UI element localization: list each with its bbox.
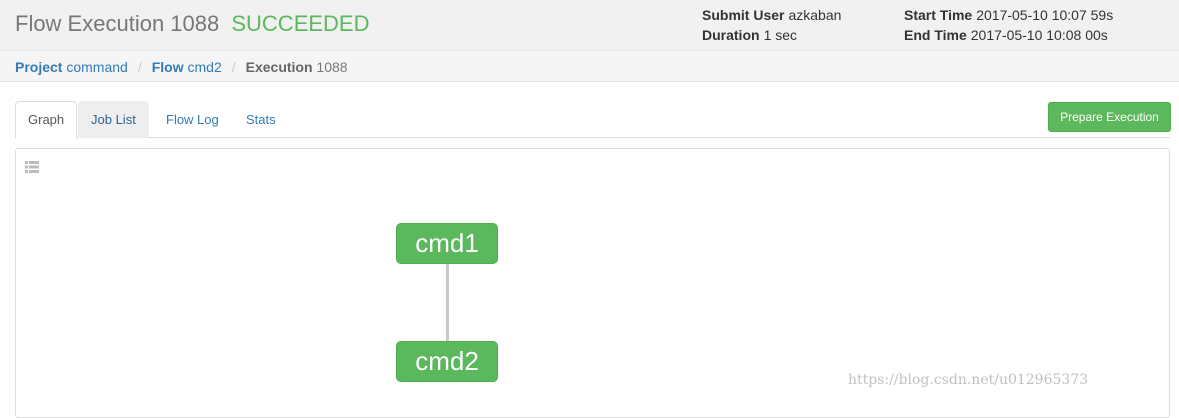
- breadcrumb-project-link[interactable]: Project command: [15, 59, 128, 75]
- breadcrumb-execution-id: 1088: [316, 59, 348, 75]
- tab-stats[interactable]: Stats: [246, 112, 276, 127]
- tab-job-list[interactable]: Job List: [78, 101, 149, 138]
- duration-label: Duration: [702, 27, 760, 43]
- end-time-label: End Time: [904, 27, 967, 43]
- breadcrumb-flow-link[interactable]: Flow cmd2: [152, 59, 222, 75]
- breadcrumb-separator: /: [231, 59, 236, 75]
- breadcrumb-project-name: command: [66, 59, 128, 75]
- page-title: Flow Execution 1088 SUCCEEDED: [15, 11, 370, 37]
- execution-status: SUCCEEDED: [231, 11, 370, 36]
- tab-graph[interactable]: Graph: [15, 101, 78, 139]
- breadcrumb-project-label: Project: [15, 59, 63, 75]
- breadcrumb-flow-name: cmd2: [187, 59, 222, 75]
- graph-edge-cmd1-cmd2: [446, 264, 449, 344]
- breadcrumb-execution-label: Execution: [245, 59, 313, 75]
- breadcrumb-separator: /: [137, 59, 142, 75]
- breadcrumb: Project command / Flow cmd2 / Execution 1088: [15, 59, 348, 75]
- graph-node-cmd1[interactable]: cmd1: [396, 223, 498, 264]
- execution-header: Flow Execution 1088 SUCCEEDED Submit Use…: [0, 0, 1179, 50]
- start-time-value: 2017-05-10 10:07 59s: [976, 7, 1114, 23]
- submit-user-label: Submit User: [702, 7, 785, 23]
- tab-flow-log[interactable]: Flow Log: [166, 112, 219, 127]
- start-time-label: Start Time: [904, 7, 973, 23]
- breadcrumb-flow-label: Flow: [151, 59, 184, 75]
- submit-user-value: azkaban: [788, 7, 842, 23]
- flow-graph-panel[interactable]: [15, 148, 1170, 418]
- duration-value: 1 sec: [763, 27, 798, 43]
- execution-title: Flow Execution 1088: [15, 11, 220, 36]
- graph-node-cmd2[interactable]: cmd2: [396, 341, 498, 382]
- end-time-value: 2017-05-10 10:08 00s: [970, 27, 1108, 43]
- breadcrumb-execution: Execution 1088: [246, 59, 348, 75]
- prepare-execution-button[interactable]: Prepare Execution: [1048, 102, 1171, 132]
- execution-tabs: Graph Job List Flow Log Stats: [15, 101, 1170, 139]
- breadcrumb-bar: Project command / Flow cmd2 / Execution 1088: [0, 50, 1179, 82]
- list-icon[interactable]: [25, 160, 39, 174]
- watermark-text: https://blog.csdn.net/u012965373: [848, 372, 1089, 388]
